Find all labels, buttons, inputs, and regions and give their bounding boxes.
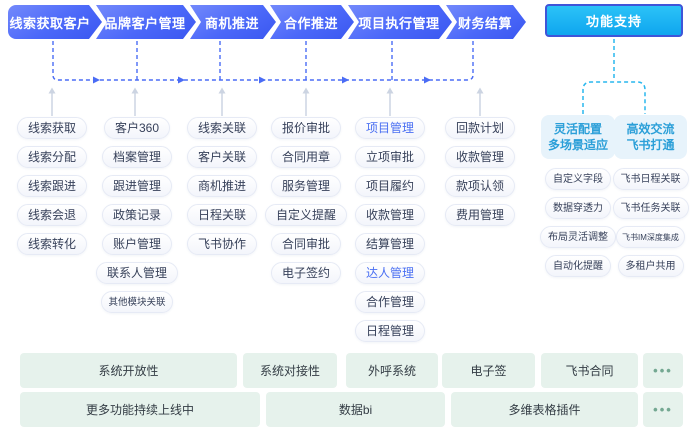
support-group-flexible-config: 灵活配置 多场景适应 自定义字段 数据穿透力 布局灵活调整 自动化提醒: [540, 115, 616, 277]
feature-pill: 费用管理: [444, 204, 515, 226]
feature-pill: 自动化提醒: [545, 255, 611, 277]
capability-box: 系统开放性: [20, 353, 237, 388]
feature-pill: 线索转化: [16, 233, 87, 255]
flow-step-project-execution: 项目执行管理: [348, 5, 452, 39]
feature-pill: 收款管理: [354, 204, 425, 226]
support-button: 功能支持: [545, 4, 683, 37]
more-dots-icon: •••: [643, 392, 683, 427]
feature-pill: 线索跟进: [16, 175, 87, 197]
flow-step-lead-acquisition: 线索获取客户: [8, 5, 102, 39]
flow-step-cooperation: 合作推进: [270, 5, 354, 39]
feature-pill: 自定义提醒: [264, 204, 347, 226]
capability-box: 电子签: [442, 353, 535, 388]
column-finance: 回款计划 收款管理 款项认领 费用管理: [430, 117, 530, 226]
feature-pill: 客户关联: [186, 146, 257, 168]
feature-pill-highlight: 项目管理: [354, 117, 425, 139]
feature-pill: 飞书IM深度集成: [616, 226, 685, 248]
column-customer: 客户360 档案管理 跟进管理 政策记录 账户管理 联系人管理 其他模块关联: [85, 117, 189, 313]
more-dots-icon: •••: [643, 353, 683, 388]
feature-pill: 自定义字段: [545, 168, 611, 190]
feature-pill: 立项审批: [354, 146, 425, 168]
feature-pill: 电子签约: [270, 262, 341, 284]
feature-pill: 客户360: [103, 117, 171, 139]
feature-pill: 合同审批: [270, 233, 341, 255]
feature-pill-highlight: 达人管理: [354, 262, 425, 284]
column-cooperation: 报价审批 合同用章 服务管理 自定义提醒 合同审批 电子签约: [254, 117, 358, 284]
feature-pill: 其他模块关联: [101, 291, 173, 313]
feature-pill: 结算管理: [354, 233, 425, 255]
column-opportunity: 线索关联 客户关联 商机推进 日程关联 飞书协作: [172, 117, 272, 255]
feature-pill: 线索关联: [186, 117, 257, 139]
support-header-line: 多场景适应: [547, 138, 608, 152]
feature-pill: 档案管理: [101, 146, 172, 168]
column-lead: 线索获取 线索分配 线索跟进 线索会退 线索转化: [4, 117, 100, 255]
flow-step-opportunity: 商机推进: [190, 5, 276, 39]
feature-pill: 报价审批: [270, 117, 341, 139]
feature-pill: 日程关联: [186, 204, 257, 226]
capability-box: 飞书合同: [541, 353, 638, 388]
flow-step-finance-settlement: 财务结算: [446, 5, 526, 39]
capability-box: 多维表格插件: [451, 392, 638, 427]
support-group-header: 高效交流 飞书打通: [614, 115, 687, 159]
feature-pill: 商机推进: [186, 175, 257, 197]
feature-pill: 回款计划: [444, 117, 515, 139]
support-group-items: 自定义字段 数据穿透力 布局灵活调整 自动化提醒: [540, 168, 616, 277]
feature-pill: 账户管理: [101, 233, 172, 255]
capability-box: 系统对接性: [243, 353, 337, 388]
feature-pill: 线索会退: [16, 204, 87, 226]
feature-pill: 多租户共用: [617, 255, 684, 277]
feature-pill: 合作管理: [354, 291, 425, 313]
capability-box: 更多功能持续上线中: [20, 392, 260, 427]
support-header-line: 高效交流: [626, 122, 675, 136]
flow-step-brand-customer: 品牌客户管理: [96, 5, 196, 39]
feature-pill: 布局灵活调整: [540, 226, 616, 248]
support-header-line: 飞书打通: [626, 138, 675, 152]
feature-pill: 政策记录: [101, 204, 172, 226]
feature-pill: 飞书任务关联: [612, 197, 689, 219]
support-group-feishu-integration: 高效交流 飞书打通 飞书日程关联 飞书任务关联 飞书IM深度集成 多租户共用: [612, 115, 689, 277]
feature-pill: 收款管理: [444, 146, 515, 168]
feature-pill: 服务管理: [270, 175, 341, 197]
support-header-line: 灵活配置: [553, 122, 602, 136]
feature-pill: 飞书协作: [186, 233, 257, 255]
capability-box: 外呼系统: [346, 353, 438, 388]
support-group-items: 飞书日程关联 飞书任务关联 飞书IM深度集成 多租户共用: [612, 168, 689, 277]
feature-pill: 项目履约: [354, 175, 425, 197]
feature-pill: 数据穿透力: [545, 197, 611, 219]
feature-pill: 联系人管理: [95, 262, 178, 284]
feature-pill: 线索分配: [16, 146, 87, 168]
feature-pill: 合同用章: [270, 146, 341, 168]
column-project: 项目管理 立项审批 项目履约 收款管理 结算管理 达人管理 合作管理 日程管理: [340, 117, 440, 342]
support-group-header: 灵活配置 多场景适应: [541, 115, 615, 159]
feature-pill: 线索获取: [16, 117, 87, 139]
feature-pill: 款项认领: [444, 175, 515, 197]
capability-box: 数据bi: [266, 392, 445, 427]
feature-pill: 日程管理: [354, 320, 425, 342]
feature-pill: 跟进管理: [101, 175, 172, 197]
feature-pill: 飞书日程关联: [612, 168, 689, 190]
process-flow-row: 线索获取客户 品牌客户管理 商机推进 合作推进 项目执行管理 财务结算: [8, 5, 526, 39]
